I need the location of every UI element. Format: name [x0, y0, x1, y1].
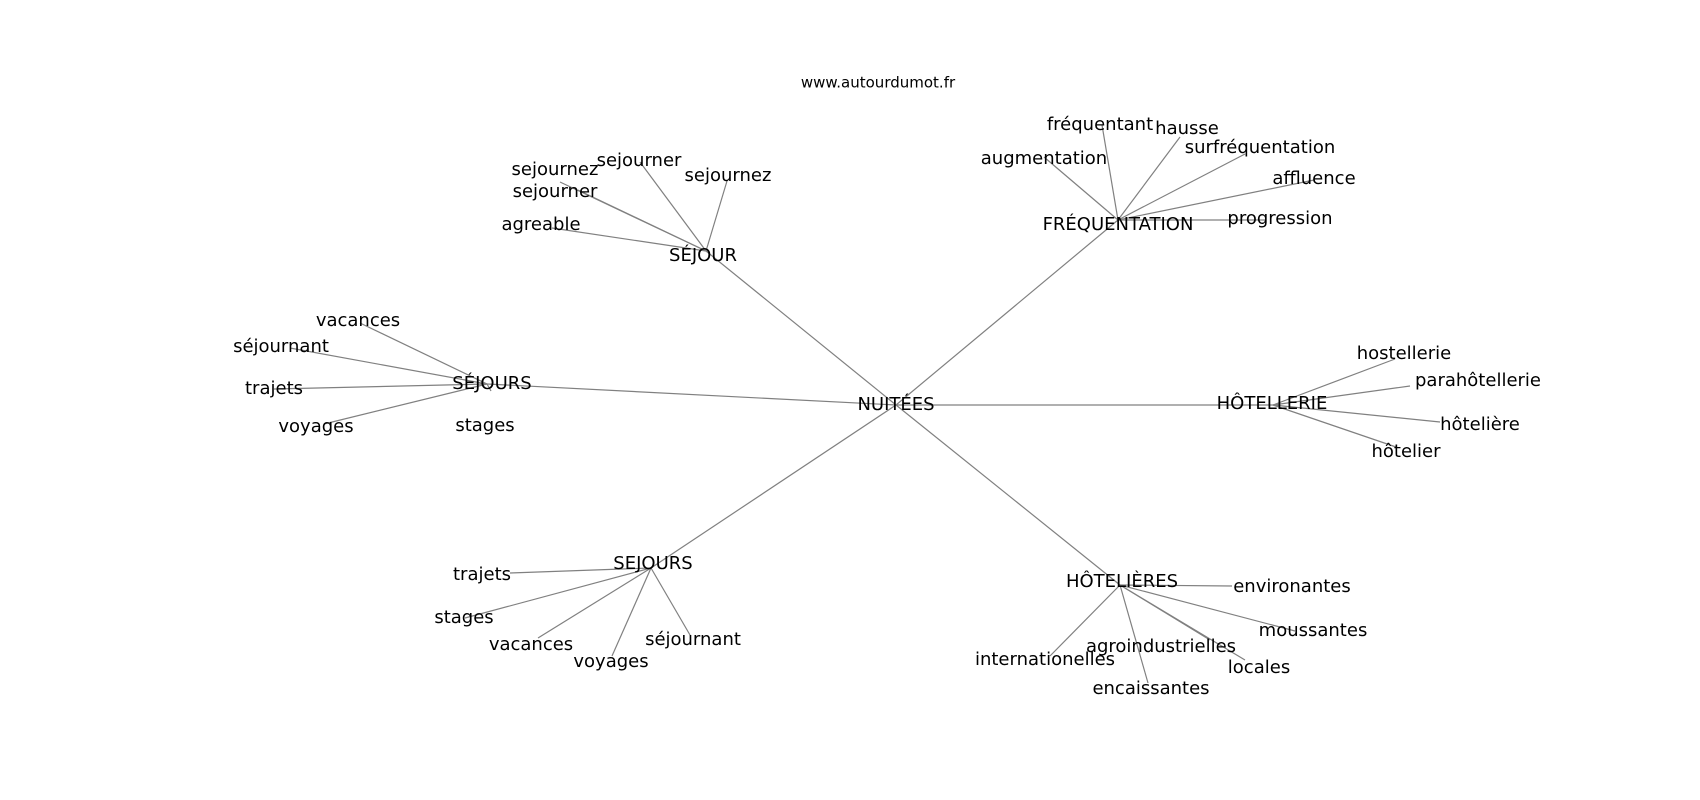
edge-hub-word	[1043, 156, 1119, 221]
word-node: sejournez	[512, 159, 599, 180]
word-node: sejourner	[597, 150, 682, 171]
edge-hub-word	[611, 567, 652, 657]
edge-center-hub	[650, 404, 897, 569]
hub-node: SÉJOUR	[669, 244, 737, 266]
graph-nodes: NUITÉESSÉJOURsejournezsejournersejourner…	[233, 114, 1541, 699]
edge-hub-word	[1272, 404, 1397, 448]
word-node: voyages	[573, 651, 648, 672]
edge-hub-word	[1117, 179, 1315, 221]
word-node: locales	[1228, 657, 1290, 678]
word-node: agreable	[501, 214, 580, 235]
word-node: hostellerie	[1357, 343, 1451, 364]
edge-center-hub	[895, 404, 1121, 586]
edge-hub-word	[1272, 385, 1411, 406]
word-node: fréquentant	[1047, 114, 1153, 135]
edge-hub-word	[273, 383, 488, 390]
edge-hub-word	[1272, 404, 1441, 423]
word-node: voyages	[278, 416, 353, 437]
word-node: hôtelier	[1371, 441, 1441, 462]
word-node: trajets	[245, 378, 303, 399]
word-node: hausse	[1155, 118, 1219, 139]
word-node: parahôtellerie	[1415, 370, 1541, 391]
word-node: vacances	[316, 310, 400, 331]
word-node: séjournant	[645, 629, 741, 650]
word-node: sejourner	[513, 181, 598, 202]
edge-hub-word	[639, 161, 707, 252]
edge-hub-word	[1117, 153, 1246, 221]
hub-node: SEJOURS	[613, 553, 692, 574]
center-node: NUITÉES	[857, 393, 934, 415]
edge-hub-word	[1119, 584, 1246, 661]
hub-node: HÔTELLERIE	[1217, 392, 1328, 414]
edge-hub-word	[537, 567, 652, 639]
source-watermark: www.autourdumot.fr	[801, 74, 956, 92]
edge-center-hub	[895, 219, 1119, 406]
edge-hub-word	[486, 383, 492, 392]
word-node: vacances	[489, 634, 573, 655]
edge-hub-word	[705, 180, 728, 252]
word-node: stages	[434, 607, 493, 628]
hub-node: SÉJOURS	[452, 372, 531, 394]
word-node: moussantes	[1259, 620, 1368, 641]
edge-hub-word	[1049, 584, 1121, 657]
word-node: environantes	[1233, 576, 1351, 597]
edge-hub-word	[509, 567, 652, 574]
edge-hub-word	[289, 347, 488, 385]
edge-hub-word	[650, 567, 691, 636]
edge-hub-word	[1119, 584, 1233, 587]
edge-hub-word	[1101, 124, 1119, 221]
hub-node: FRÉQUENTATION	[1043, 213, 1194, 235]
edge-hub-word	[577, 189, 707, 252]
word-node: affluence	[1272, 168, 1355, 189]
word-node: augmentation	[981, 148, 1107, 169]
word-node: internationelles	[975, 649, 1115, 670]
edge-center-hub	[705, 250, 897, 406]
word-node: encaissantes	[1092, 678, 1209, 699]
word-node: stages	[455, 415, 514, 436]
graph-edges	[273, 124, 1441, 684]
edge-hub-word	[1119, 584, 1296, 632]
edge-center-hub	[486, 383, 897, 406]
edge-hub-word	[323, 383, 488, 425]
edge-hub-word	[1117, 136, 1181, 221]
word-node: agroindustrielles	[1086, 636, 1236, 657]
word-node: trajets	[453, 564, 511, 585]
word-node: séjournant	[233, 336, 329, 357]
edge-hub-word	[359, 322, 488, 385]
word-node: surfréquentation	[1185, 137, 1336, 158]
word-node: hôtelière	[1440, 414, 1520, 435]
edge-hub-word	[551, 227, 707, 252]
edge-hub-word	[464, 567, 652, 619]
edge-hub-word	[1119, 584, 1149, 684]
word-node: progression	[1227, 208, 1332, 229]
hub-node: HÔTELIÈRES	[1066, 570, 1178, 592]
edge-hub-word	[1272, 358, 1396, 406]
word-node: sejournez	[685, 165, 772, 186]
